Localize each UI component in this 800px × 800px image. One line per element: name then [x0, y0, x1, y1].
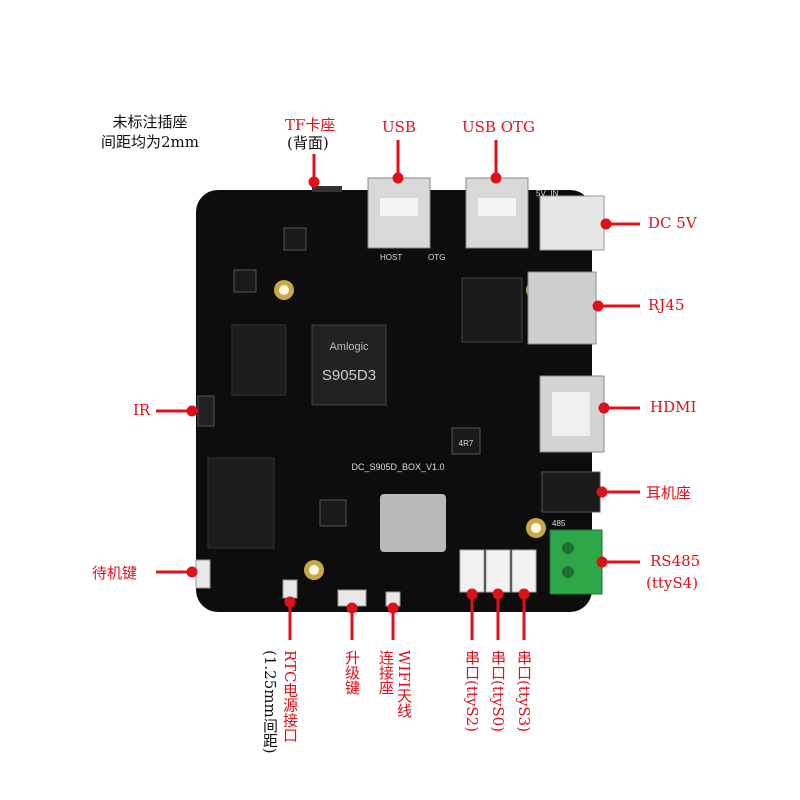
- wifi-label-1: WIFI天线: [395, 650, 413, 718]
- inductor: [233, 269, 257, 293]
- inductor: [319, 499, 347, 527]
- rs485-terminal: [549, 529, 603, 595]
- rtc-label: RTC电源接口: [281, 650, 299, 743]
- uart-s0-label: 串口(ttyS0): [489, 650, 507, 733]
- upgrade-label: 升级键: [343, 650, 361, 695]
- otg-silk: OTG: [428, 253, 445, 262]
- uart-header-s3: [511, 549, 537, 593]
- ir-label: IR: [133, 401, 151, 419]
- uart-s2-label: 串口(ttyS2): [463, 650, 481, 733]
- standby-button: [195, 559, 211, 589]
- rtc-sub-label: (1.25mm间距): [261, 650, 279, 754]
- rs485-label: RS485: [650, 552, 701, 570]
- rtc-connector: [282, 579, 298, 599]
- host-silk: HOST: [380, 253, 402, 262]
- note-line2: 间距均为2mm: [101, 133, 199, 151]
- rs485-sub-label: (ttyS4): [646, 574, 699, 592]
- ir-sensor: [197, 395, 215, 427]
- inductor: [451, 427, 481, 455]
- emmc-chip: [207, 457, 275, 549]
- dc-jack: [539, 195, 605, 251]
- rj45-magnetics: [461, 277, 523, 343]
- dc5v-label: DC 5V: [648, 214, 697, 232]
- soc-chip: [311, 324, 387, 406]
- tf-label: TF卡座: [285, 116, 336, 134]
- wifi-module: [380, 494, 446, 552]
- five-v-in-silk: 5V_IN: [536, 189, 558, 198]
- note-text: 未标注插座 间距均为2mm: [90, 112, 210, 152]
- board-name-silk: DC_S905D_BOX_V1.0: [351, 462, 444, 472]
- inductor: [283, 227, 307, 251]
- hdmi-label: HDMI: [650, 398, 697, 416]
- tf-slot: [312, 186, 342, 192]
- usb-label: USB: [382, 118, 416, 136]
- earphone-jack: [541, 471, 601, 513]
- soc-model-text: S905D3: [322, 367, 376, 384]
- ram-chip: [231, 324, 287, 396]
- uart-s3-label: 串口(ttyS3): [515, 650, 533, 733]
- note-line1: 未标注插座: [112, 113, 188, 131]
- uart-header-s2: [459, 549, 485, 593]
- inductor-silk: 4R7: [459, 439, 474, 448]
- earphone-label: 耳机座: [646, 484, 692, 502]
- rs485-silk: 485: [552, 519, 566, 528]
- wifi-label-2: 连接座: [377, 650, 395, 695]
- usb-otg-label: USB OTG: [462, 118, 535, 136]
- rj45-label: RJ45: [648, 296, 685, 314]
- standby-label: 待机键: [92, 564, 138, 582]
- rj45-jack: [527, 271, 597, 345]
- soc-brand-text: Amlogic: [329, 341, 369, 353]
- tf-sub-label: (背面): [287, 134, 329, 152]
- uart-header-s0: [485, 549, 511, 593]
